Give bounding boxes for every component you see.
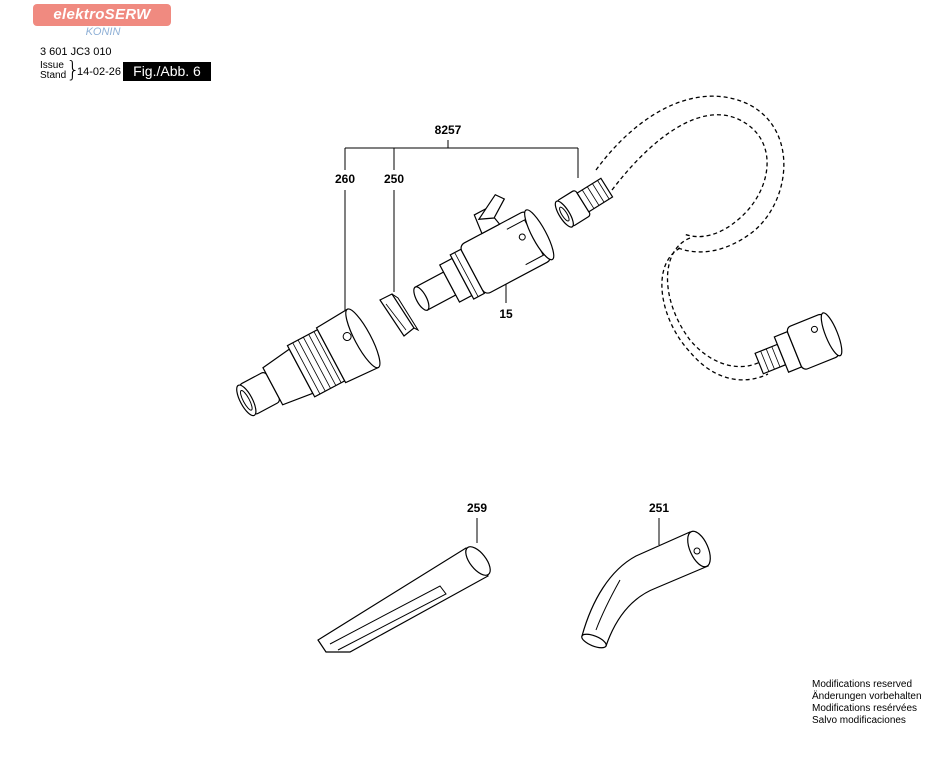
logo: elektroSERW KONIN [33, 4, 173, 42]
issue-label: Issue [40, 60, 64, 71]
part-251-curved-handle [581, 530, 711, 649]
brace-glyph: } [66, 58, 80, 83]
issue-date: 14-02-26 [77, 66, 122, 78]
callout-250: 250 [384, 172, 404, 186]
document-number: 3 601 JC3 010 [40, 46, 112, 58]
note-line: Modifications resérvées [812, 703, 918, 714]
issue-stand-labels: Issue Stand [40, 61, 66, 81]
callout-8257: 8257 [435, 123, 462, 137]
part-250-clip-ring [379, 293, 420, 337]
logo-sub-text: KONIN [85, 26, 121, 38]
callout-15: 15 [499, 307, 513, 321]
part-15-hose-adapter [413, 193, 555, 311]
callout-260: 260 [335, 172, 355, 186]
logo-main-text: elektroSERW [33, 4, 171, 26]
callout-251: 251 [649, 501, 669, 515]
hose-end-connector [754, 312, 843, 375]
part-259-crevice-nozzle [317, 546, 491, 653]
callout-259: 259 [467, 501, 487, 515]
figure-label: Fig./Abb. 6 [123, 62, 211, 81]
dashed-hose [595, 95, 785, 381]
callout-bracket-8257 [344, 140, 579, 178]
stand-label: Stand [40, 70, 67, 81]
hose-connector-sleeve [554, 177, 614, 228]
modifications-notes: Modifications reserved Änderungen vorbeh… [812, 679, 922, 727]
note-line: Salvo modificaciones [812, 715, 906, 726]
note-line: Änderungen vorbehalten [812, 691, 922, 702]
note-line: Modifications reserved [812, 679, 913, 690]
part-260-nozzle-adapter [236, 308, 381, 417]
